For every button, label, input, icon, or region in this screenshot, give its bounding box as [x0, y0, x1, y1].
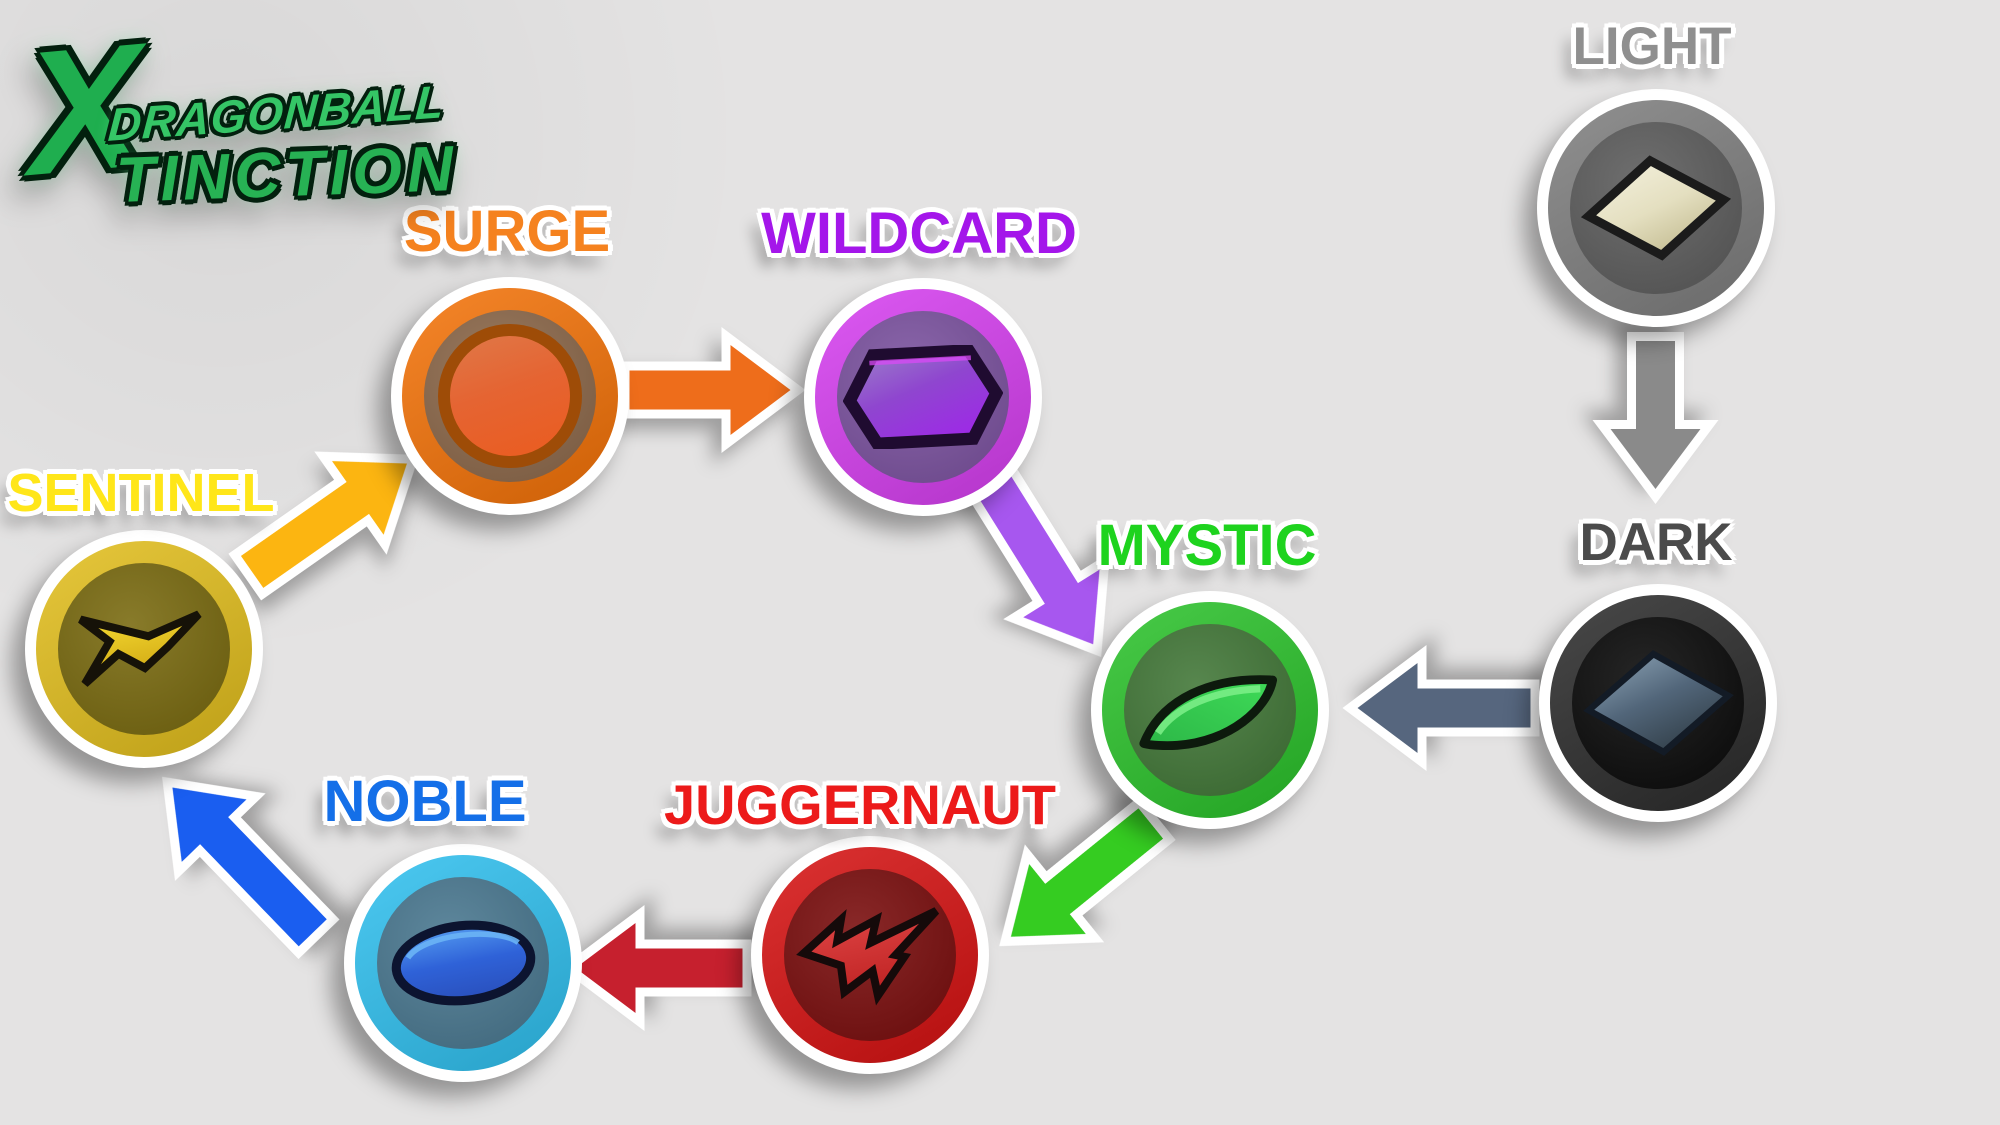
- type-badge-juggernaut: [751, 836, 989, 1074]
- type-badge-dark: [1539, 584, 1777, 822]
- four-point-star-icon: [78, 610, 202, 687]
- type-label-surge: SURGE: [403, 199, 611, 264]
- game-logo: X DRAGONBALL TINCTION: [18, 6, 460, 261]
- arrow-noble-to-sentinel: [162, 776, 340, 960]
- hexagon-icon: [843, 345, 1003, 449]
- type-label-wildcard: WILDCARD: [761, 201, 1077, 266]
- leaf-icon: [1139, 675, 1278, 751]
- type-label-sentinel: SENTINEL: [7, 463, 275, 523]
- type-badge-noble: [344, 844, 582, 1082]
- logo-title-bottom: TINCTION: [114, 132, 460, 216]
- ellipse-icon: [391, 920, 535, 1006]
- type-badge-wildcard: [804, 278, 1042, 516]
- type-label-dark: DARK: [1579, 513, 1733, 572]
- arrow-surge-to-wildcard: [620, 327, 806, 453]
- type-badge-mystic: [1091, 591, 1329, 829]
- arrow-light-to-dark: [1592, 332, 1719, 504]
- type-badge-surge: [391, 277, 629, 515]
- arrow-juggernaut-to-noble: [560, 905, 752, 1031]
- type-label-light: LIGHT: [1572, 17, 1732, 76]
- lightning-bolt-icon: [796, 907, 940, 1006]
- type-label-noble: NOBLE: [323, 769, 527, 834]
- type-badge-sentinel: [25, 530, 263, 768]
- diamond-icon: [1581, 155, 1731, 261]
- type-label-juggernaut: JUGGERNAUT: [663, 773, 1057, 836]
- arrow-dark-to-mystic: [1342, 645, 1540, 771]
- type-badge-light: [1537, 89, 1775, 327]
- arrow-sentinel-to-surge: [228, 451, 420, 601]
- arrow-wildcard-to-mystic: [965, 463, 1111, 658]
- surge-disc-icon: [438, 324, 582, 468]
- diamond-icon: [1582, 650, 1734, 756]
- type-label-mystic: MYSTIC: [1097, 513, 1317, 578]
- arrow-mystic-to-juggernaut: [999, 795, 1176, 947]
